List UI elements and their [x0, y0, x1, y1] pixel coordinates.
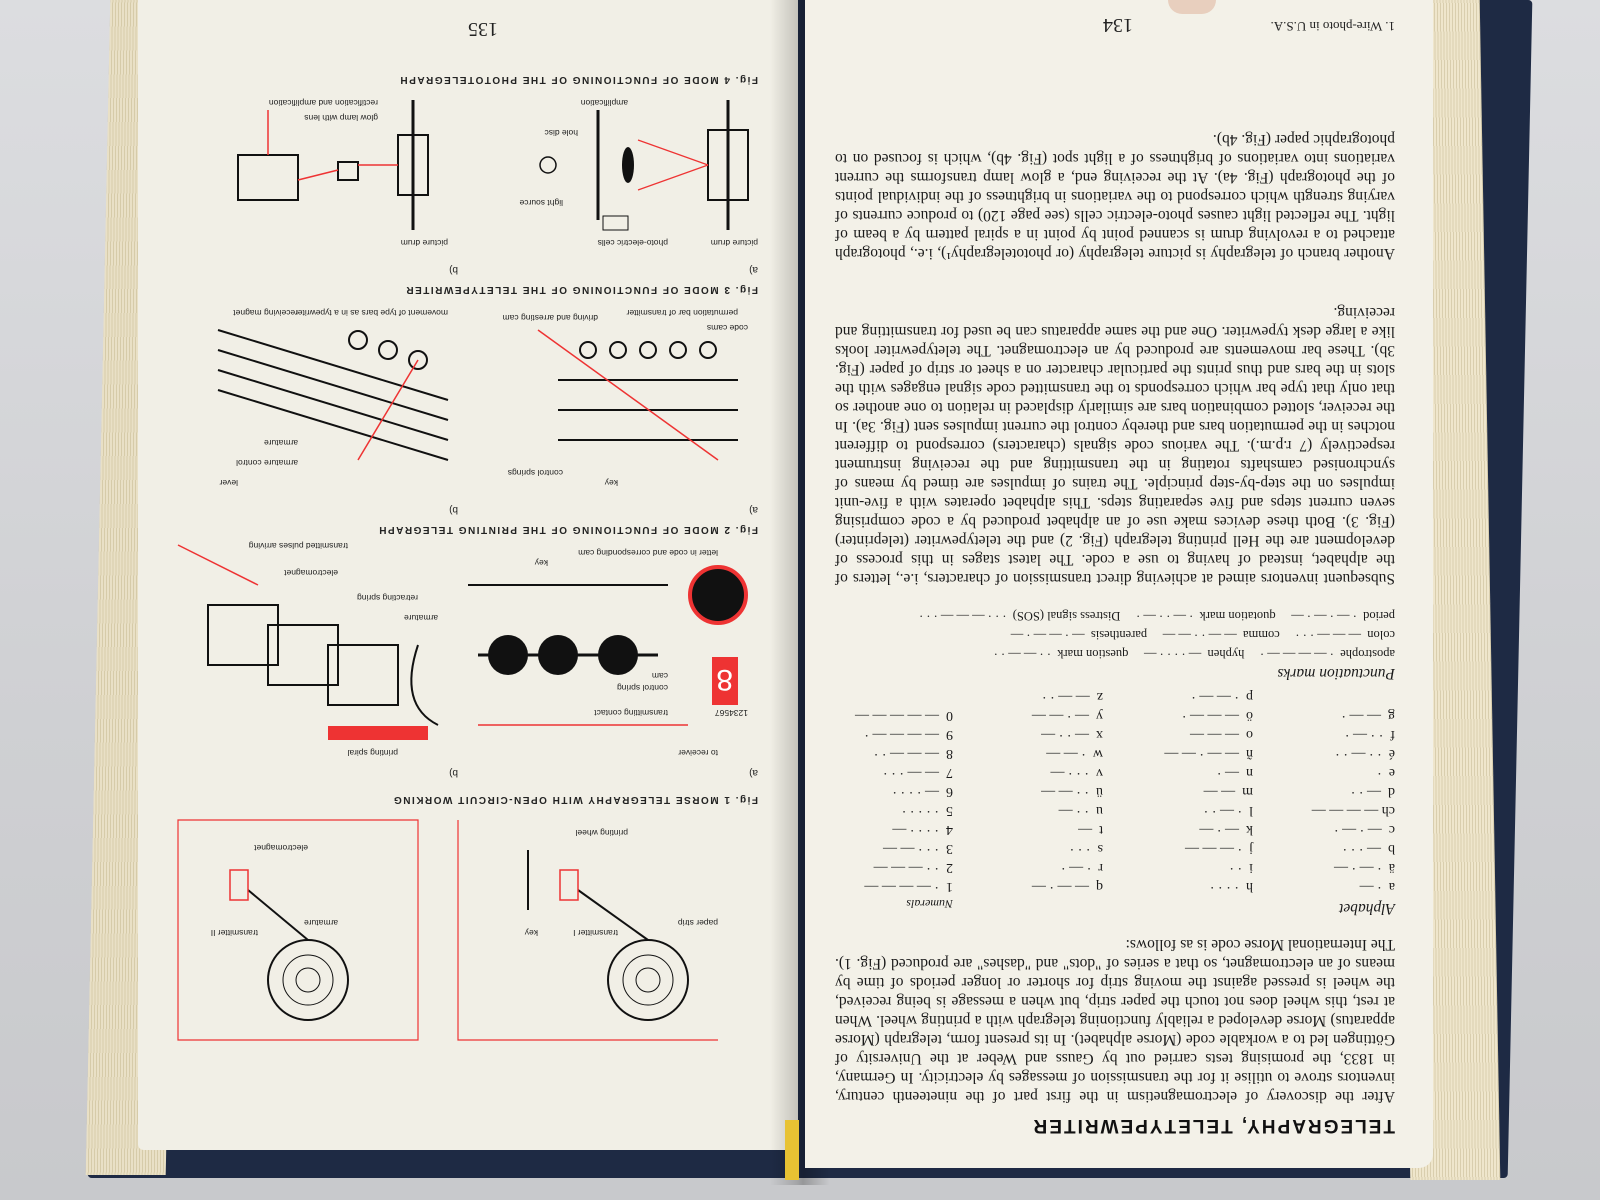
fig2-part-b: b) [449, 767, 458, 778]
fig1a-transmitter-side [457, 820, 718, 1041]
fig4-label-amplification: amplification [580, 98, 628, 108]
fig1-label-transmitter-ii: transmitter II [211, 928, 258, 938]
svg-text:8: 8 [716, 663, 733, 696]
fig3b-receiver [217, 329, 449, 461]
page-134: TELEGRAPHY, TELETYPEWRITER After the dis… [805, 0, 1433, 1168]
fig2-svg: 8 to receiver transmitting contact [177, 541, 748, 758]
fig2-part-a: a) [749, 767, 758, 778]
page-number-135: 135 [468, 18, 498, 40]
fig2-label-key: key [534, 558, 548, 568]
punctuation-marks: apostrophe · — — — — · hyphen — · · · · … [919, 609, 1395, 661]
fig3-label-armature: armature [264, 438, 298, 448]
body-paragraph-1: Subsequent inventors aimed at achieving … [835, 304, 1395, 587]
fig1-label-key: key [524, 928, 538, 938]
fig4-label-glow-lamp: glow lamp with lens [304, 113, 378, 123]
fig4-label-picture-drum-b: picture drum [401, 238, 448, 248]
page-134-rotated-content: TELEGRAPHY, TELETYPEWRITER After the dis… [805, 0, 1433, 1168]
fig3-label-code-cams: code cams [707, 323, 748, 333]
fig4a-drum [539, 100, 749, 231]
page-135: 135 Fig. 4 MODE OF FUNCTIONING OF THE PH… [138, 0, 798, 1150]
fig1-label-paper-strip: paper strip [678, 918, 718, 928]
fig1-morse-telegraphy-diagram: paper strip printing wheel transmitter I… [158, 810, 778, 1050]
fig2-label-to-receiver: to receiver [678, 748, 718, 758]
morse-column-numerals: 1 · — — — — 2 · · — — — 3 · · · — — 4 · … [855, 708, 953, 894]
fig2-label-electromagnet: electromagnet [283, 568, 338, 578]
fig3-label-lever: lever [219, 478, 238, 488]
fig4-phototelegraph-diagram: picture drum photo-electric cells light … [158, 90, 778, 260]
fig3-svg: permutation bar of transmitter code cams… [217, 308, 748, 488]
fig3-part-a: a) [749, 504, 758, 515]
fig3-label-receiving-magnet: receiving magnet [233, 308, 298, 318]
fig2b-receiver [177, 544, 439, 740]
morse-column-2: h · · · · i · · j · — — — k — · — l · — … [1164, 689, 1253, 894]
numerals-label: Numerals [906, 897, 953, 911]
fig2-label-retracting-spring: retracting spring [357, 593, 418, 603]
fig3-label-key: key [604, 478, 618, 488]
fig4-svg: picture drum photo-electric cells light … [237, 98, 758, 248]
fig1-label-armature: armature [304, 918, 338, 928]
bookmark-ribbon [785, 1120, 799, 1180]
fig4-caption: Fig. 4 MODE OF FUNCTIONING OF THE PHOTOT… [398, 74, 758, 85]
page-135-rotated-content: 135 Fig. 4 MODE OF FUNCTIONING OF THE PH… [138, 0, 798, 1150]
fig1-label-printing-wheel: printing wheel [575, 828, 628, 838]
fig4-part-a: a) [749, 264, 758, 275]
fig2-label-control-spring: control spring [617, 683, 668, 693]
fig2-label-printing-spiral: printing spiral [347, 748, 398, 758]
punctuation-heading: Punctuation marks [1277, 665, 1395, 682]
fig4-label-light-source: light source [519, 198, 563, 208]
fig3-label-permutation-bar: permutation bar of transmitter [626, 308, 738, 318]
morse-column-1: a · — ä · — · — b — · · · c — · — · ch —… [1311, 708, 1395, 894]
fig2-label-transmitting-contact: transmitting contact [594, 708, 668, 718]
body-paragraph-2: Another branch of telegraphy is picture … [835, 131, 1395, 262]
fig1-label-transmitter-i: transmitter I [573, 928, 618, 938]
morse-column-3: q — — · — r · — · s · · · t — u · · — ü … [1031, 689, 1103, 894]
fig2a-transmitter: 8 [468, 565, 748, 726]
fig3-label-armature-control: armature control [236, 458, 298, 468]
fig2-label-cam: cam [652, 671, 668, 681]
footnote: 1. Wire-photo in U.S.A. [1270, 19, 1395, 34]
fig2-label-armature: armature [404, 613, 438, 623]
intro-paragraph: After the discovery of electromagnetism … [835, 936, 1395, 1105]
fig1b-receiver-side [177, 819, 419, 1041]
fig3a-transmitter [537, 329, 738, 461]
page-number-134: 134 [1103, 14, 1133, 36]
page-heading: TELEGRAPHY, TELETYPEWRITER [1031, 1115, 1395, 1136]
thumb [1168, 0, 1216, 14]
fig3-label-driving-cam: driving and arresting cam [503, 313, 598, 323]
fig2-printing-telegraph-diagram: 8 to receiver transmitting contact [158, 540, 778, 765]
fig4-label-picture-drum: picture drum [711, 238, 758, 248]
fig2-label-digits: 1234567 [715, 708, 748, 718]
fig1-caption: Fig. 1 MORSE TELEGRAPHY WITH OPEN-CIRCUI… [392, 794, 758, 805]
fig4-label-hole-disc: hole disc [544, 128, 578, 138]
fig4-label-photo-cells: photo-electric cells [598, 238, 668, 248]
fig1-svg: paper strip printing wheel transmitter I… [177, 819, 718, 1041]
fig3-part-b: b) [449, 504, 458, 515]
fig3-label-type-bars: movement of type bars as in a typewriter [295, 308, 448, 318]
fig4-label-rectification: rectification and amplification [269, 98, 378, 108]
fig3-label-control-springs: control springs [508, 468, 563, 478]
fig4-part-b: b) [449, 264, 458, 275]
fig2-caption: Fig. 2 MODE OF FUNCTIONING OF THE PRINTI… [377, 524, 758, 535]
fig4b-receiver [237, 100, 429, 230]
fig2-label-pulses: transmitted pulses arriving [249, 541, 348, 551]
fig1-label-electromagnet: electromagnet [253, 843, 308, 853]
fig2-label-letter-code: letter in code and corresponding cam [578, 548, 718, 558]
fig3-teletypewriter-diagram: permutation bar of transmitter code cams… [158, 300, 778, 500]
fig3-caption: Fig. 3 MODE OF FUNCTIONING OF THE TELETY… [404, 284, 758, 295]
